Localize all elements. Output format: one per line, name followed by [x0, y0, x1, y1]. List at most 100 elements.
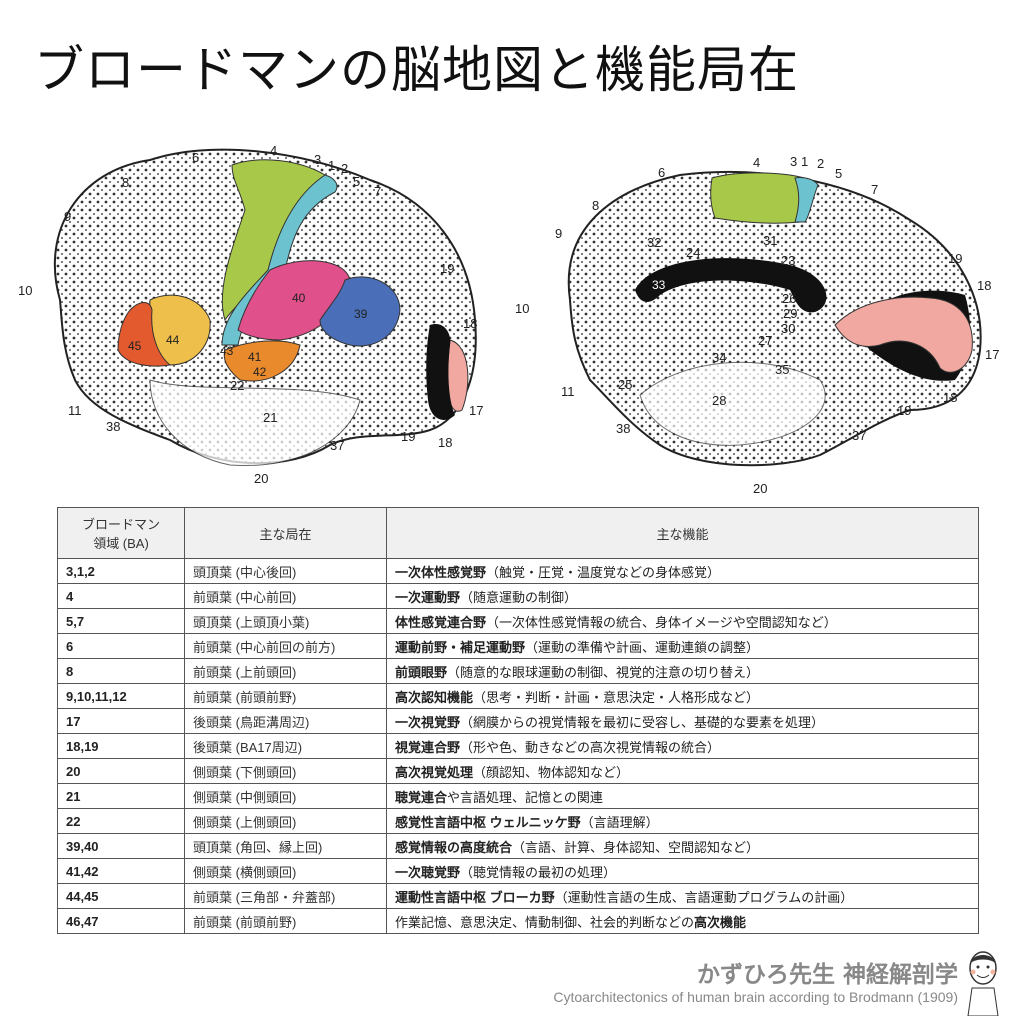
ba-cell: 6 [57, 633, 185, 659]
medial-labels: 4 3 1 2 5 6 7 8 9 32 24 31 23 10 33 26 2… [515, 154, 999, 496]
function-cell: 一次体性感覚野（触覚・圧覚・温度覚などの身体感覚） [386, 558, 979, 584]
function-cell: 一次視覚野（網膜からの視覚情報を最初に受容し、基礎的な要素を処理） [386, 708, 979, 734]
table-row: 17 後頭葉 (鳥距溝周辺) 一次視覚野（網膜からの視覚情報を最初に受容し、基礎… [57, 708, 979, 734]
location-cell: 後頭葉 (BA17周辺) [184, 733, 387, 759]
corpus-callosum [635, 258, 827, 313]
table-row: 18,19 後頭葉 (BA17周辺) 視覚連合野（形や色、動きなどの高次視覚情報… [57, 733, 979, 759]
brain-diagrams: 6 4 3 1 2 5 7 8 9 10 19 40 39 44 45 43 4… [18, 143, 999, 496]
table-row: 9,10,11,12 前頭葉 (前頭前野) 高次認知機能（思考・判断・計画・意思… [57, 683, 979, 709]
header-location: 主な局在 [184, 507, 387, 559]
location-cell: 後頭葉 (鳥距溝周辺) [184, 708, 387, 734]
area-number-label: 4 [270, 143, 277, 158]
ba-cell: 41,42 [57, 858, 185, 884]
function-cell: 一次聴覚野（聴覚情報の最初の処理） [386, 858, 979, 884]
location-cell: 前頭葉 (中心前回) [184, 583, 387, 609]
area-number-label: 3 [314, 152, 321, 167]
area-number-label: 37 [330, 438, 344, 453]
area-number-label: 44 [166, 333, 180, 347]
area-number-label: 28 [712, 393, 726, 408]
area-number-label: 18 [438, 435, 452, 450]
ba-cell: 18,19 [57, 733, 185, 759]
area-45 [117, 302, 172, 367]
location-cell: 頭頂葉 (角回、縁上回) [184, 833, 387, 859]
table-row: 3,1,2 頭頂葉 (中心後回) 一次体性感覚野（触覚・圧覚・温度覚などの身体感… [57, 558, 979, 584]
area-number-label: 11 [68, 403, 82, 418]
area-number-label: 34 [712, 350, 726, 365]
area-number-label: 29 [783, 306, 797, 321]
function-cell: 作業記憶、意思決定、情動制御、社会的判断などの高次機能 [386, 908, 979, 934]
function-cell: 一次運動野（随意運動の制御） [386, 583, 979, 609]
medial-brain-view [567, 171, 982, 467]
location-cell: 側頭葉 (横側頭回) [184, 858, 387, 884]
area-number-label: 19 [401, 429, 415, 444]
area-number-label: 17 [985, 347, 999, 362]
ba-cell: 21 [57, 783, 185, 809]
table-header-row: ブロードマン領域 (BA) 主な局在 主な機能 [57, 507, 979, 559]
area-number-label: 18 [943, 390, 957, 405]
function-cell: 聴覚連合や言語処理、記憶との関連 [386, 783, 979, 809]
area-number-label: 33 [652, 278, 666, 292]
area-number-label: 30 [781, 321, 795, 336]
area-number-label: 4 [753, 155, 760, 170]
area-number-label: 2 [817, 156, 824, 171]
ba-cell: 46,47 [57, 908, 185, 934]
area-number-label: 35 [775, 362, 789, 377]
medial-temporal [639, 361, 826, 446]
area-number-label: 19 [897, 403, 911, 418]
credit-subtitle: Cytoarchitectonics of human brain accord… [553, 989, 958, 1005]
area-number-label: 39 [354, 307, 368, 321]
table-row: 5,7 頭頂葉 (上頭頂小葉) 体性感覚連合野（一次体性感覚情報の統合、身体イメ… [57, 608, 979, 634]
location-cell: 前頭葉 (三角部・弁蓋部) [184, 883, 387, 909]
area-number-label: 11 [561, 384, 575, 399]
area-number-label: 8 [122, 175, 129, 190]
ba-cell: 44,45 [57, 883, 185, 909]
area-number-label: 40 [292, 291, 306, 305]
area-number-label: 31 [763, 233, 777, 248]
area-number-label: 9 [64, 209, 71, 224]
table-row: 4 前頭葉 (中心前回) 一次運動野（随意運動の制御） [57, 583, 979, 609]
area-number-label: 7 [871, 182, 878, 197]
table-row: 6 前頭葉 (中心前回の前方) 運動前野・補足運動野（運動の準備や計画、運動連鎖… [57, 633, 979, 659]
area-number-label: 5 [835, 166, 842, 181]
ba-cell: 17 [57, 708, 185, 734]
location-cell: 側頭葉 (上側頭回) [184, 808, 387, 834]
area-number-label: 1 [328, 158, 335, 173]
location-cell: 前頭葉 (中心前回の前方) [184, 633, 387, 659]
area-number-label: 24 [686, 245, 700, 260]
ba-cell: 8 [57, 658, 185, 684]
table-row: 21 側頭葉 (中側頭回) 聴覚連合や言語処理、記憶との関連 [57, 783, 979, 809]
brodmann-table: ブロードマン領域 (BA) 主な局在 主な機能 3,1,2 頭頂葉 (中心後回)… [57, 507, 979, 934]
area-number-label: 5 [353, 174, 360, 189]
location-cell: 前頭葉 (上前頭回) [184, 658, 387, 684]
area-3-1-2-medial [794, 177, 819, 223]
table-row: 20 側頭葉 (下側頭回) 高次視覚処理（顔認知、物体認知など） [57, 758, 979, 784]
function-cell: 運動前野・補足運動野（運動の準備や計画、運動連鎖の調整） [386, 633, 979, 659]
function-cell: 感覚情報の高度統合（言語、計算、身体認知、空間認知など） [386, 833, 979, 859]
area-number-label: 9 [555, 226, 562, 241]
area-18 [426, 324, 455, 420]
area-number-label: 21 [263, 410, 277, 425]
area-39 [319, 276, 401, 347]
ba-cell: 9,10,11,12 [57, 683, 185, 709]
area-number-label: 25 [618, 377, 632, 392]
page-title: ブロードマンの脳地図と機能局在 [34, 41, 799, 99]
ba-cell: 3,1,2 [57, 558, 185, 584]
function-cell: 高次認知機能（思考・判断・計画・意思決定・人格形成など） [386, 683, 979, 709]
table-row: 8 前頭葉 (上前頭回) 前頭眼野（随意的な眼球運動の制御、視覚的注意の切り替え… [57, 658, 979, 684]
area-number-label: 45 [128, 339, 142, 353]
area-number-label: 38 [616, 421, 630, 436]
area-number-label: 27 [758, 333, 772, 348]
area-number-label: 18 [977, 278, 991, 293]
location-cell: 頭頂葉 (中心後回) [184, 558, 387, 584]
table-row: 22 側頭葉 (上側頭回) 感覚性言語中枢 ウェルニッケ野（言語理解） [57, 808, 979, 834]
area-number-label: 20 [753, 481, 767, 496]
area-number-label: 7 [374, 184, 381, 199]
ba-cell: 39,40 [57, 833, 185, 859]
area-number-label: 22 [230, 378, 244, 393]
area-number-label: 26 [782, 291, 796, 306]
location-cell: 側頭葉 (下側頭回) [184, 758, 387, 784]
area-number-label: 19 [948, 251, 962, 266]
ba-cell: 22 [57, 808, 185, 834]
location-cell: 前頭葉 (前頭前野) [184, 908, 387, 934]
area-number-label: 10 [515, 301, 529, 316]
